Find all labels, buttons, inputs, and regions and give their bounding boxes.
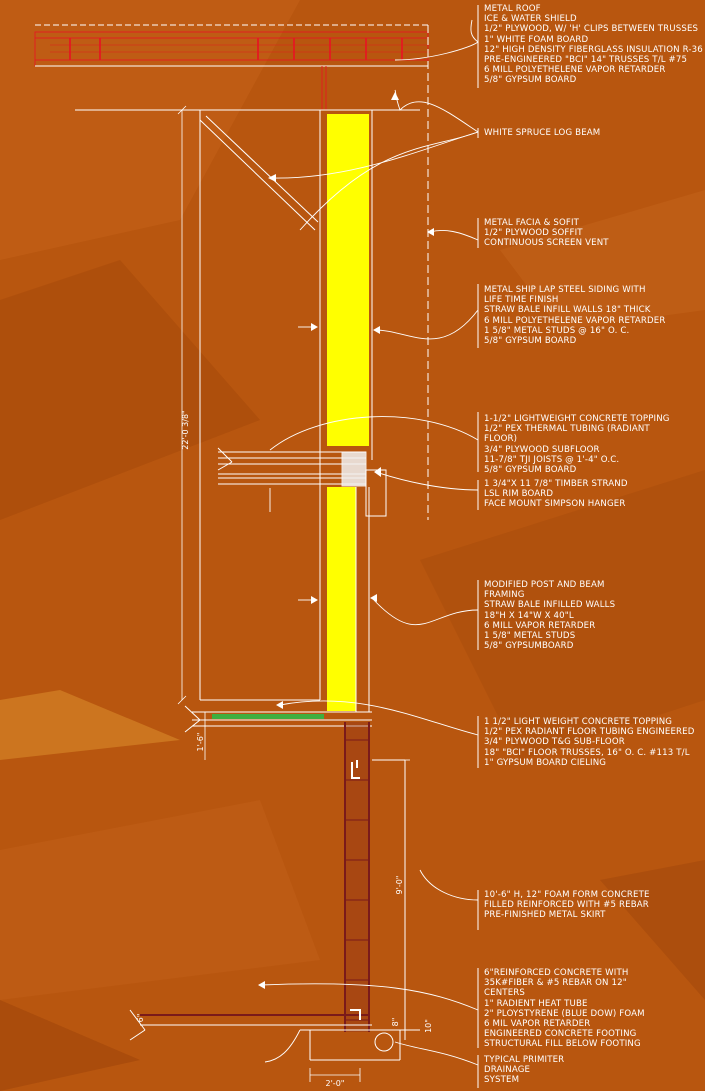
note-line: 1/2" PEX RADIANT FLOOR TUBING ENGINEERED xyxy=(484,727,695,738)
note-line: 1 5/8" METAL STUDS xyxy=(484,631,576,642)
note-line: WHITE SPRUCE LOG BEAM xyxy=(484,128,601,138)
note-line: 1" RADIENT HEAT TUBE xyxy=(484,998,588,1009)
note-line: PRE-FINISHED METAL SKIRT xyxy=(484,910,606,921)
lower-framing xyxy=(200,487,370,712)
note-line: 6 MILL VAPOR RETARDER xyxy=(484,620,596,631)
note-line: ENGINEERED CONCRETE FOOTING xyxy=(484,1029,637,1040)
note-line: METAL FACIA & SOFIT xyxy=(484,218,580,228)
note-line: TYPICAL PRIMITER xyxy=(484,1055,565,1065)
note-line: 6"REINFORCED CONCRETE WITH xyxy=(484,968,629,978)
vertical-dimension-text: 22'-0 3/8" 1'-6" 9'-0" 6" 8" 10" 2'-0" xyxy=(136,410,433,1088)
note-line: 5/8" GYPSUM BOARD xyxy=(484,465,577,476)
dimension-lines xyxy=(177,105,410,1082)
note-line: FRAMING xyxy=(484,590,525,601)
footing-assembly xyxy=(129,1009,420,1061)
note-line: 1-1/2" LIGHTWEIGHT CONCRETE TOPPING xyxy=(484,414,670,424)
note-line: METAL ROOF xyxy=(484,4,541,14)
note-line: 1 1/2" LIGHT WEIGHT CONCRETE TOPPING xyxy=(484,717,673,727)
floor-depth-dimension: 1'-6" xyxy=(196,733,205,752)
note-line: 6 MILL POLYETHELENE VAPOR RETARDER xyxy=(484,315,666,326)
lower-straw-bale xyxy=(327,487,356,711)
upper-floor-assembly xyxy=(217,447,387,517)
note-line: 6 MILL POLYETHELENE VAPOR RETARDER xyxy=(484,65,666,76)
note-line: 5/8" GYPSUM BOARD xyxy=(484,75,577,86)
note-line: 18" "BCI" FLOOR TRUSSES, 16" O. C. #113 … xyxy=(484,747,690,758)
foundation-height-dimension: 9'-0" xyxy=(395,876,404,895)
footing-depth-dimension: 10" xyxy=(424,1019,433,1033)
note-line: DRAINAGE xyxy=(484,1065,531,1076)
note-line: 1" GYPSUM BOARD CIELING xyxy=(484,757,607,768)
note-line: CONTINUOUS SCREEN VENT xyxy=(484,238,609,249)
foam-dimension: 8" xyxy=(391,1018,400,1027)
note-line: ICE & WATER SHIELD xyxy=(484,14,577,25)
note-line: STRUCTURAL FILL BELOW FOOTING xyxy=(484,1039,641,1050)
note-line: PRE-ENGINEERED "BCI" 14" TRUSSES T/L #75 xyxy=(484,55,688,66)
arrows xyxy=(258,92,434,989)
main-floor-assembly xyxy=(184,705,372,733)
upper-straw-bale xyxy=(327,114,369,446)
note-line: 12" HIGH DENSITY FIBERGLASS INSULATION R… xyxy=(484,44,703,55)
note-line: FACE MOUNT SIMPSON HANGER xyxy=(484,499,626,510)
note-line: MODIFIED POST AND BEAM xyxy=(484,580,605,590)
log-beam-note: WHITE SPRUCE LOG BEAM xyxy=(484,128,600,138)
foundation-wall xyxy=(344,722,406,1040)
note-line: 3/4" PLYWOOD SUBFLOOR xyxy=(484,444,600,455)
slab-dimension: 6" xyxy=(136,1014,145,1023)
note-line: 1 5/8" METAL STUDS @ 16" O. C. xyxy=(484,325,630,336)
note-line: 10'-6" H, 12" FOAM FORM CONCRETE xyxy=(484,890,650,900)
note-line: METAL SHIP LAP STEEL SIDING WITH xyxy=(484,285,646,295)
footing-width-dimension: 2'-0" xyxy=(326,1079,345,1088)
note-line: 18"H X 14"W X 40"L xyxy=(484,610,574,621)
note-line: LSL RIM BOARD xyxy=(484,489,554,500)
note-line: CENTERS xyxy=(484,988,526,999)
note-line: 2" PLOYSTYRENE (BLUE DOW) FOAM xyxy=(484,1008,645,1019)
note-line: 6 MIL VAPOR RETARDER xyxy=(484,1019,591,1030)
note-line: STRAW BALE INFILL WALLS 18" THICK xyxy=(484,305,651,316)
note-line: 1" WHITE FOAM BOARD xyxy=(484,34,589,45)
note-line: 35K#FIBER & #5 REBAR ON 12" xyxy=(484,978,627,989)
note-line: 1/2" PLYWOOD, W/ 'H' CLIPS BETWEEN TRUSS… xyxy=(484,24,699,35)
note-line: SYSTEM xyxy=(484,1075,520,1086)
note-line: 11-7/8" TJI JOISTS @ 1'-4" O.C. xyxy=(484,454,620,465)
roof-assembly xyxy=(34,24,430,520)
note-line: STRAW BALE INFILLED WALLS xyxy=(484,600,616,611)
note-line: 5/8" GYPSUM BOARD xyxy=(484,336,577,347)
note-line: FILLED REINFORCED WITH #5 REBAR xyxy=(484,900,649,911)
wall-height-dimension: 22'-0 3/8" xyxy=(181,410,190,449)
note-line: LIFE TIME FINISH xyxy=(484,295,559,306)
note-line: 1/2" PEX THERMAL TUBING (RADIANT xyxy=(484,424,650,435)
note-line: 3/4" PLYWOOD T&G SUB-FLOOR xyxy=(484,737,625,748)
note-line: 5/8" GYPSUMBOARD xyxy=(484,641,574,652)
note-line: 1/2" PLYWOOD SOFFIT xyxy=(484,228,583,239)
note-line: 1 3/4"X 11 7/8" TIMBER STRAND xyxy=(484,479,628,489)
note-line: FLOOR) xyxy=(484,434,518,445)
